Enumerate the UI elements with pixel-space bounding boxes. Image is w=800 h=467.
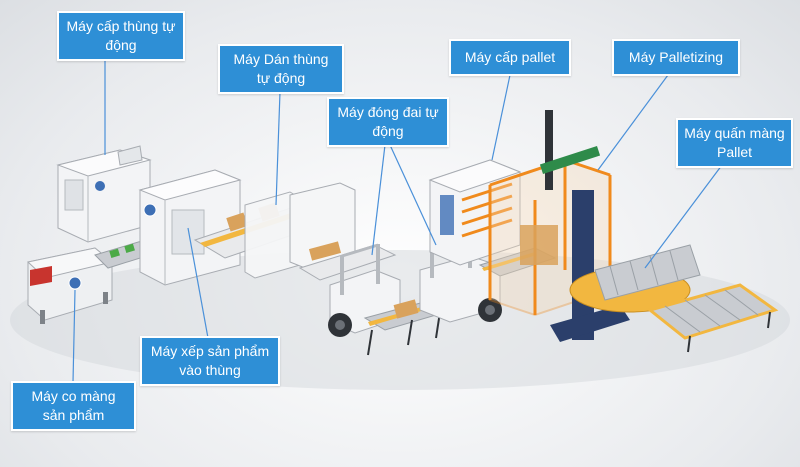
leader-tape-sealer [275, 91, 281, 206]
box-feeder-machine [56, 145, 152, 243]
shrink-wrapper-machine [26, 247, 114, 324]
pallet-wrapper-machine [550, 190, 701, 342]
leader-strapping-2 [389, 144, 437, 246]
leader-wrapper [644, 164, 723, 269]
strapping-machine-2 [419, 227, 502, 323]
leader-pallet-dispenser [491, 74, 511, 161]
label-palletizer: Máy Palletizing [612, 39, 740, 76]
leader-lines [72, 60, 723, 383]
label-pallet-dispenser: Máy cấp pallet [449, 39, 571, 76]
leader-shrink-wrapper [72, 289, 76, 383]
label-wrapper: Máy quấn màng Pallet [676, 118, 793, 168]
tape-sealer-machine [193, 182, 397, 281]
label-strapping: Máy đóng đai tự động [327, 97, 449, 147]
label-case-packer: Máy xếp sản phẩm vào thùng [140, 336, 280, 386]
case-packer-machine [138, 169, 242, 286]
pallet-dispenser-machine [428, 159, 522, 266]
outfeed-conveyor [646, 283, 779, 353]
leader-palletizer [597, 74, 669, 171]
label-shrink-wrapper: Máy co màng sản phẩm [11, 381, 136, 431]
label-box-feeder: Máy cấp thùng tự động [57, 11, 185, 61]
leader-strapping-1 [371, 144, 386, 256]
label-tape-sealer: Máy Dán thùng tự động [218, 44, 344, 94]
leader-case-packer [187, 227, 209, 339]
